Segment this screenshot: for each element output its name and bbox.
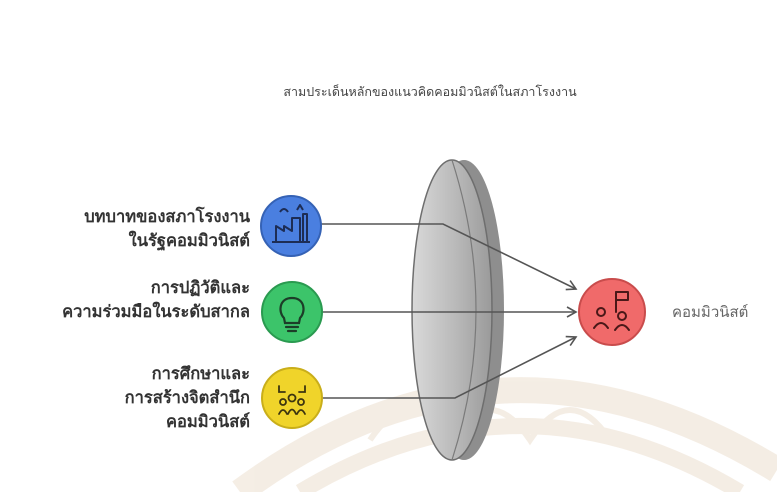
connectors bbox=[320, 223, 578, 399]
education-icon bbox=[261, 367, 323, 429]
input-label-3-line-3: คอมมิวนิสต์ bbox=[165, 412, 250, 431]
lens-icon bbox=[411, 159, 504, 461]
input-label-3-line-2: การสร้างจิตสำนึก bbox=[124, 388, 250, 407]
input-label-3: การศึกษาและ การสร้างจิตสำนึก คอมมิวนิสต์ bbox=[20, 362, 250, 434]
input-label-2: การปฏิวัติและ ความร่วมมือในระดับสากล bbox=[20, 276, 250, 324]
people-flag-icon bbox=[578, 278, 646, 346]
output-label: คอมมิวนิสต์ bbox=[672, 303, 749, 321]
factory-icon bbox=[260, 195, 322, 257]
input-label-2-line-1: การปฏิวัติและ bbox=[150, 278, 250, 297]
connector-1 bbox=[320, 223, 578, 291]
input-label-1-line-2: ในรัฐคอมมิวนิสต์ bbox=[128, 231, 250, 250]
input-label-1: บทบาทของสภาโรงงาน ในรัฐคอมมิวนิสต์ bbox=[20, 205, 250, 253]
lightbulb-icon bbox=[261, 281, 323, 343]
input-label-1-line-1: บทบาทของสภาโรงงาน bbox=[84, 207, 250, 226]
connector-3 bbox=[322, 335, 578, 399]
diagram-title: สามประเด็นหลักของแนวคิดคอมมิวนิสต์ในสภาโ… bbox=[283, 84, 577, 99]
input-label-2-line-2: ความร่วมมือในระดับสากล bbox=[62, 302, 250, 321]
input-label-3-line-1: การศึกษาและ bbox=[151, 364, 250, 383]
